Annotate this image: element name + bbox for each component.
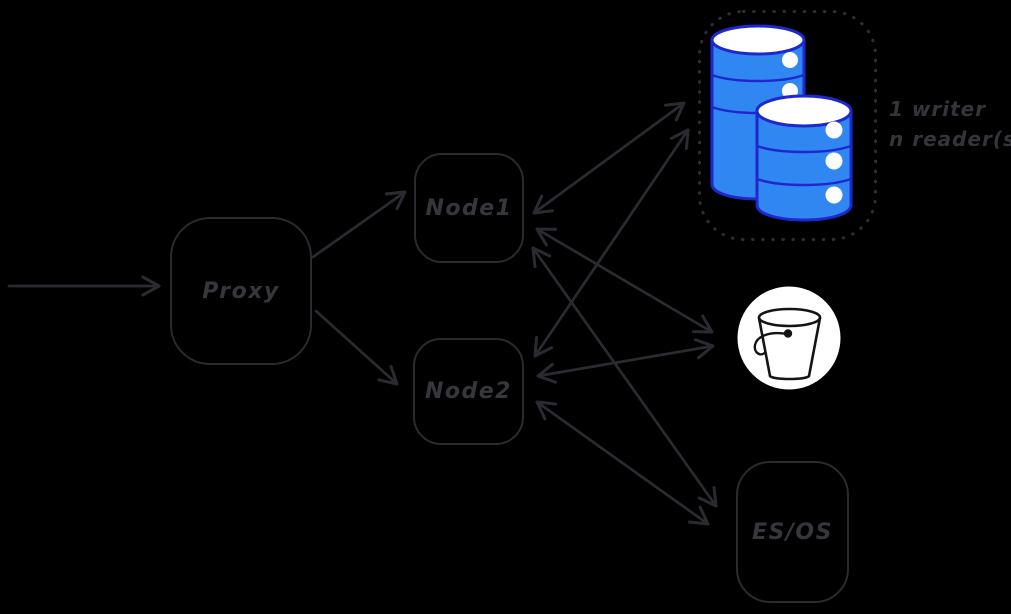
database-cylinders-icon: [710, 24, 853, 222]
esos-label: ES/OS: [752, 519, 833, 545]
bucket-icon: [737, 286, 841, 390]
esos-node: ES/OS: [736, 461, 849, 603]
arrow-layer: [7, 101, 718, 526]
db-cylinder-front: [755, 94, 853, 222]
arrow-node1-database: [532, 101, 686, 215]
proxy-label: Proxy: [202, 278, 280, 304]
arrow-proxy-to-node1: [311, 190, 407, 259]
arrow-node2-database: [533, 128, 690, 358]
arrow-node2-bucket: [536, 338, 715, 384]
arrow-proxy-to-node2: [314, 309, 399, 386]
db-annotation-line2: n reader(s): [889, 127, 1011, 151]
node1-node: Node1: [414, 153, 524, 263]
node1-label: Node1: [425, 195, 513, 221]
db-annotation-line1: 1 writer: [889, 97, 987, 121]
bucket-circle-background: [737, 286, 841, 390]
node2-label: Node2: [424, 379, 512, 404]
arrow-node1-esos: [531, 246, 718, 508]
proxy-node: Proxy: [170, 217, 312, 365]
arrow-node2-esos: [535, 400, 710, 526]
db-cluster-annotation: 1 writer n reader(s): [889, 94, 1011, 154]
node2-node: Node2: [413, 338, 524, 445]
